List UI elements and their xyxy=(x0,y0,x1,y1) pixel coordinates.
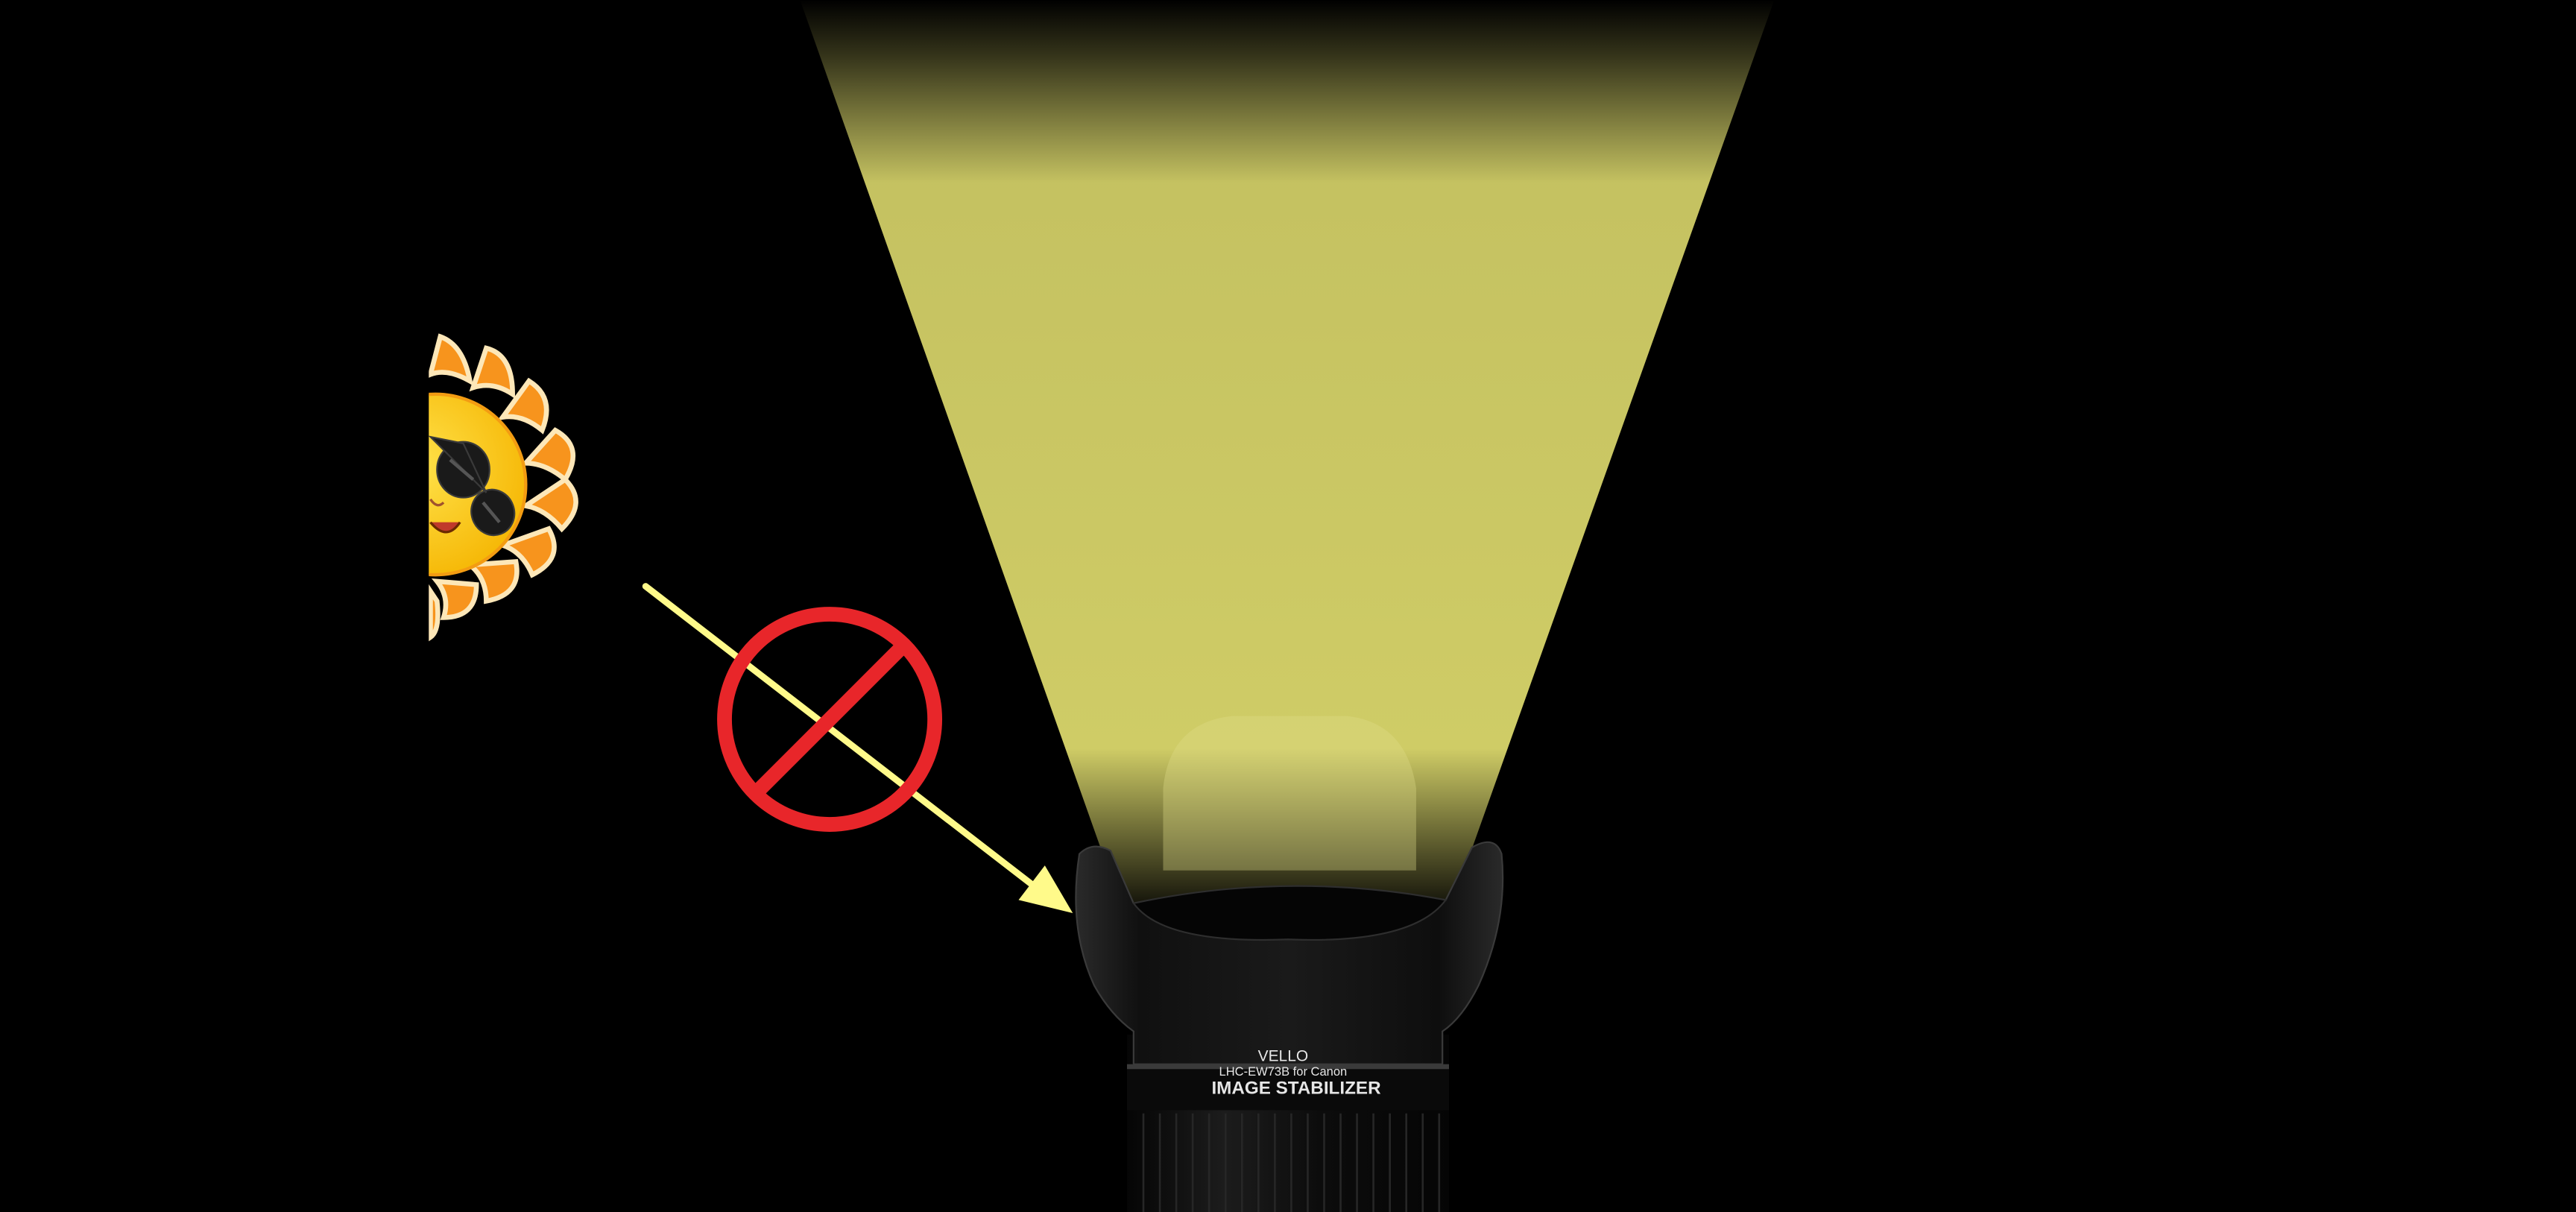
lens-hood: VELLO LHC-EW73B for Canon xyxy=(1075,716,1504,1079)
sun-with-sunglasses-icon xyxy=(429,333,578,642)
light-beam xyxy=(800,0,1775,914)
lens-label: IMAGE STABILIZER xyxy=(1211,1078,1380,1098)
no-symbol-icon xyxy=(717,607,943,832)
arrow-icon xyxy=(642,583,1073,914)
hood-model: LHC-EW73B for Canon xyxy=(1219,1064,1348,1079)
hood-brand: VELLO xyxy=(1258,1047,1308,1064)
lens-grip-ribs xyxy=(1142,1113,1441,1212)
